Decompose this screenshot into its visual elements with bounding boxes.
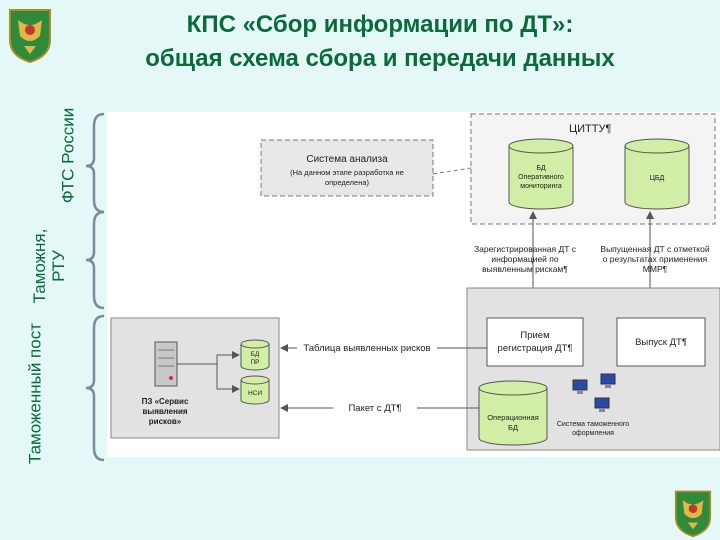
service-line2: выявления bbox=[142, 407, 187, 416]
risks-table-label: Таблица выявленных рисков bbox=[303, 343, 430, 354]
registered-line2: информацией по bbox=[491, 254, 559, 264]
release-label: Выпуск ДТ¶ bbox=[635, 337, 687, 348]
customs-emblem-icon bbox=[9, 9, 51, 64]
server-icon bbox=[154, 341, 178, 387]
released-line1: Выпущенная ДТ с отметкой bbox=[600, 244, 709, 254]
customs-emblem-small-icon bbox=[674, 490, 712, 538]
cbd-cylinder bbox=[624, 138, 690, 210]
registered-line3: выявленным рискам¶ bbox=[482, 264, 568, 274]
brace-customs bbox=[85, 210, 105, 310]
reception-box bbox=[486, 317, 584, 367]
data-flow-diagram: ЦИТТУ¶ БД Оперативного мониторинга ЦБД С… bbox=[107, 112, 720, 457]
released-line3: ММР¶ bbox=[643, 264, 668, 274]
db-pr-line1: БД bbox=[251, 351, 260, 358]
customs-label-line2: РТУ bbox=[49, 250, 68, 282]
db-pr-cylinder bbox=[240, 339, 270, 371]
customs-post-label: Таможенный пост bbox=[25, 323, 45, 465]
title-line-1: КПС «Сбор информации по ДТ»: bbox=[186, 11, 574, 38]
package-label: Пакет с ДТ¶ bbox=[348, 403, 401, 414]
nsi-label: НСИ bbox=[248, 390, 262, 397]
db-pr-line2: ПР bbox=[250, 359, 259, 366]
fts-label: ФТС России bbox=[58, 107, 78, 204]
service-line1: ПЗ «Сервис bbox=[142, 397, 189, 406]
computer-workstations-icon bbox=[572, 373, 616, 412]
customs-system-line1: Система таможенного bbox=[557, 421, 629, 428]
operational-db-line2: БД bbox=[508, 423, 518, 432]
analysis-system-note-line2: определена) bbox=[325, 178, 370, 187]
released-line2: о результатах применения bbox=[603, 254, 708, 264]
title-line-2: общая схема сбора и передачи данных bbox=[145, 45, 615, 72]
brace-fts bbox=[85, 112, 105, 214]
analysis-system-note-line1: (На данном этапе разработка не bbox=[290, 168, 404, 177]
db-monitoring-line1: БД bbox=[536, 165, 546, 172]
brace-post bbox=[85, 314, 105, 462]
reception-line1: Прием bbox=[520, 330, 549, 341]
customs-label-line1: Таможня, bbox=[30, 228, 49, 304]
level-braces bbox=[85, 112, 105, 462]
operational-db-cylinder bbox=[478, 380, 548, 446]
service-line3: рисков» bbox=[149, 417, 182, 426]
page-title: КПС «Сбор информации по ДТ»: общая схема… bbox=[60, 8, 700, 76]
operational-db-line1: Операционная bbox=[487, 413, 539, 422]
nsi-cylinder bbox=[240, 375, 270, 405]
release-box bbox=[616, 317, 706, 367]
reception-line2: регистрация ДТ¶ bbox=[498, 343, 573, 354]
cbd-label: ЦБД bbox=[650, 175, 665, 182]
db-monitoring-line3: мониторинга bbox=[520, 183, 562, 190]
analysis-system-title: Система анализа bbox=[306, 154, 388, 165]
analysis-system-box bbox=[260, 139, 434, 197]
customs-rtu-label: Таможня, РТУ bbox=[30, 226, 70, 306]
db-monitoring-cylinder bbox=[508, 138, 574, 210]
customs-system-line2: оформления bbox=[572, 430, 614, 437]
db-monitoring-line2: Оперативного bbox=[518, 174, 564, 181]
cittu-label: ЦИТТУ¶ bbox=[569, 123, 611, 135]
registered-line1: Зарегистрированная ДТ с bbox=[474, 244, 577, 254]
